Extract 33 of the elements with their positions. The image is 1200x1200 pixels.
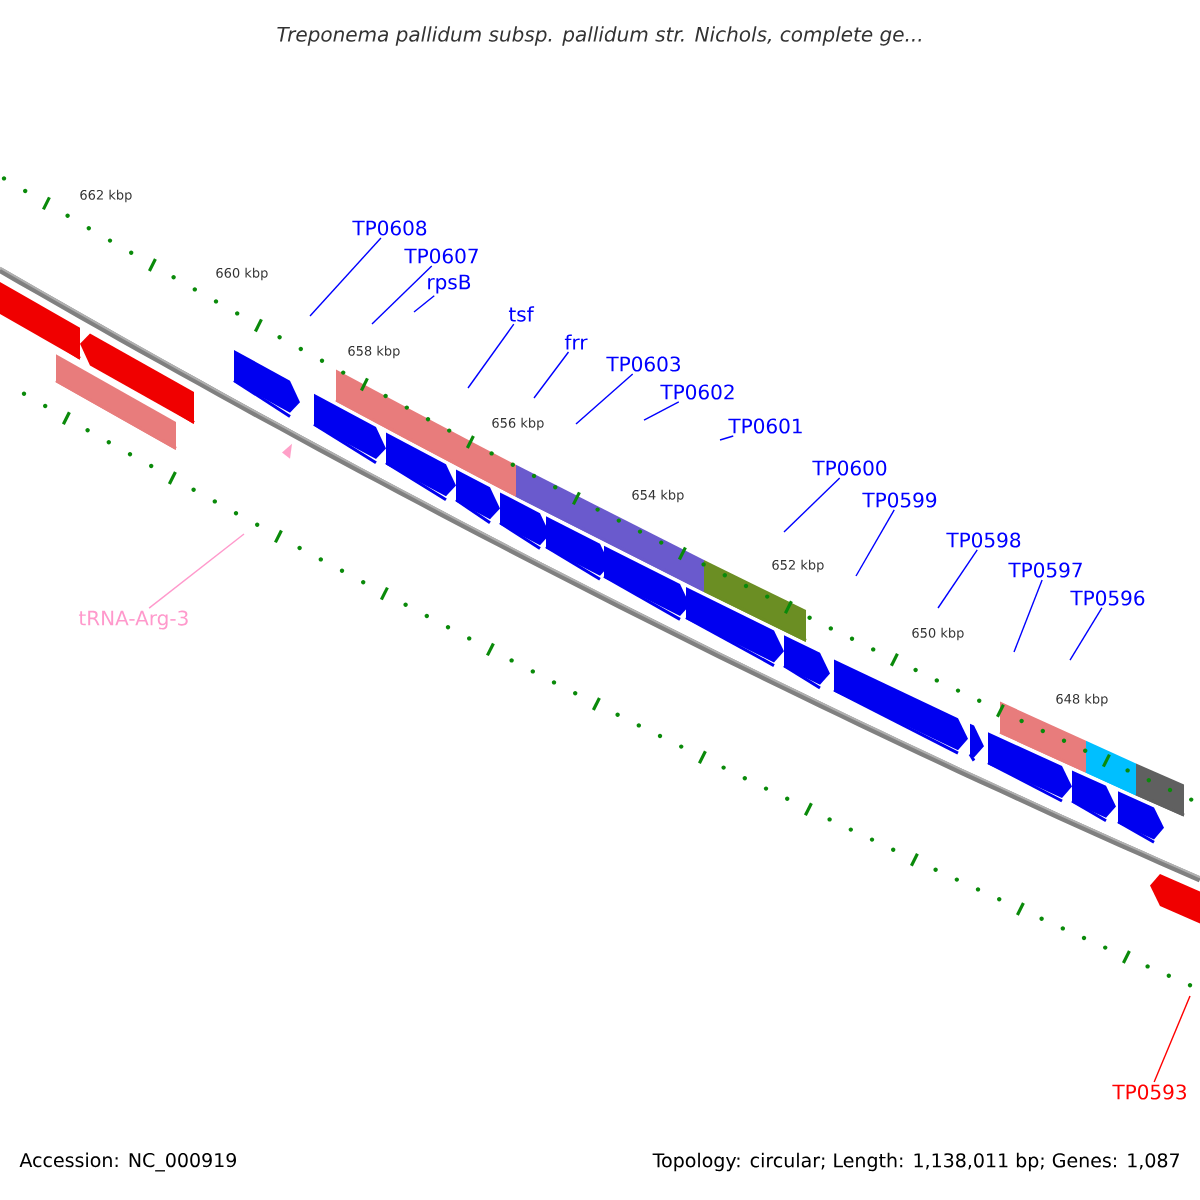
gene-label: tRNA-Arg-3 xyxy=(78,610,188,630)
footer-text: Topology: circular; Length: 1,138,011 bp; Genes: 1,087 xyxy=(652,1152,1179,1172)
gene-label: TP0598 xyxy=(946,532,1021,548)
gene-label: TP0596 xyxy=(1070,590,1145,606)
title: Treponema pallidum subsp. pallidum str. Nichols, complete ge... xyxy=(277,26,921,46)
gene-label: TP0593 xyxy=(1112,1084,1186,1100)
gene-label: TP0608 xyxy=(352,220,427,236)
leader-line xyxy=(309,237,382,317)
leader-line xyxy=(1153,995,1191,1083)
leader-line xyxy=(467,323,515,389)
leader-line xyxy=(783,477,841,533)
leader-line xyxy=(643,401,680,421)
leader-line xyxy=(719,435,734,441)
leader-line xyxy=(1069,607,1103,661)
gene-label: TP0600 xyxy=(812,460,887,476)
gene-label: TP0601 xyxy=(728,418,802,434)
leader-line xyxy=(533,351,570,399)
gene-label: rpsB xyxy=(428,274,471,294)
gene-label: TP0602 xyxy=(660,384,734,400)
leader-line xyxy=(413,295,435,313)
leader-line xyxy=(855,509,895,577)
gene-label: tsf xyxy=(508,306,535,322)
leader-line xyxy=(371,265,433,325)
gene-label: TP0603 xyxy=(606,356,680,372)
gene-label: TP0607 xyxy=(404,248,478,264)
gene-label: TP0597 xyxy=(1008,562,1082,578)
leader-line xyxy=(575,373,634,425)
leader-line xyxy=(1013,579,1043,653)
leader-line xyxy=(148,533,245,609)
footer-text: Accession: NC_000919 xyxy=(19,1152,236,1172)
gene-label: frr xyxy=(564,334,588,350)
gene-label: TP0599 xyxy=(862,492,937,508)
leader-line xyxy=(937,549,978,609)
